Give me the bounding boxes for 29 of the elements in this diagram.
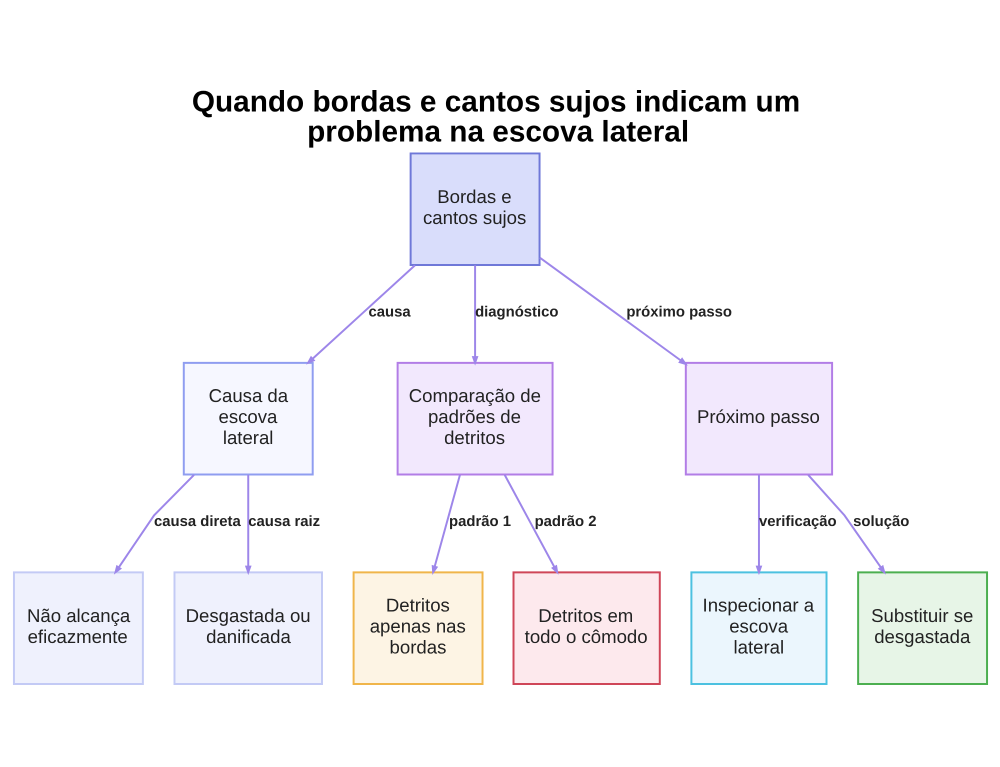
arrow (806, 474, 886, 574)
edge-label: verificação (758, 514, 836, 530)
node-box: Causa da escova lateral (182, 361, 314, 475)
edge-label: causa raiz (248, 514, 320, 530)
arrow (244, 474, 252, 575)
node-box: Desgastada ou danificada (173, 570, 322, 684)
edge-label: próximo passo (626, 304, 732, 320)
arrow (755, 474, 762, 575)
arrow (503, 474, 558, 574)
arrow (431, 474, 460, 575)
arrow (306, 264, 416, 364)
edge-label: causa (368, 304, 410, 320)
arrow (113, 474, 194, 574)
node-box: Não alcança eficazmente (12, 570, 144, 684)
edge-label: padrão 2 (534, 514, 596, 530)
edge-label: padrão 1 (448, 514, 510, 530)
node-box: Bordas e cantos sujos (409, 152, 540, 266)
edge-label: diagnóstico (474, 304, 558, 320)
node-box: Detritos apenas nas bordas (352, 570, 484, 684)
node-box: Comparação de padrões de detritos (396, 361, 554, 475)
edge-label: solução (852, 514, 909, 530)
node-box: Inspecionar a escova lateral (690, 570, 827, 684)
diagram-title: Quando bordas e cantos sujos indicam um problema na escova lateral (191, 85, 800, 148)
node-box: Detritos em todo o cômodo (512, 570, 660, 684)
node-box: Substituir se desgastada (856, 570, 988, 684)
edge-label: causa direta (154, 514, 240, 530)
arrow (471, 264, 478, 366)
node-box: Próximo passo (684, 361, 833, 475)
arrow (538, 256, 688, 366)
